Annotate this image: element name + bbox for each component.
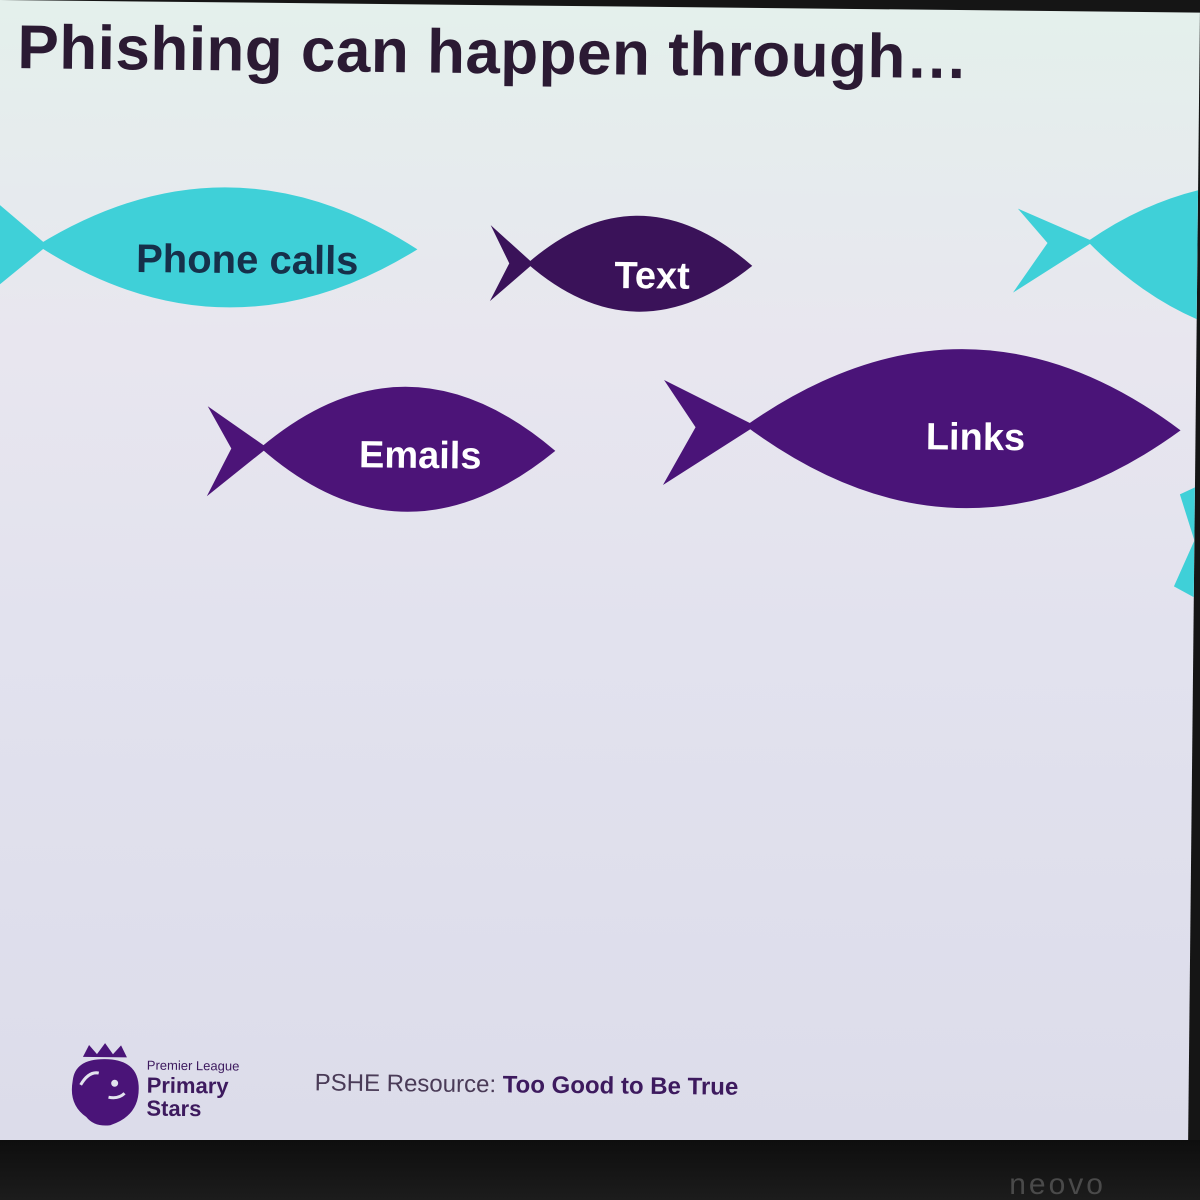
presentation-slide: Phishing can happen through… [0,0,1200,1158]
fish-label-links: Links [925,416,1026,460]
primary-stars-brand: Premier League Primary Stars [146,1058,239,1122]
fish-phone-calls [0,187,418,308]
fish-emails-body [260,386,556,512]
fish-label-text: Text [614,254,691,298]
fish-teal-right-tail [1012,208,1094,293]
fish-teal-edge-tail [1173,482,1200,603]
fish-illustrations [0,182,1200,603]
brand-stars: Stars [146,1095,202,1122]
fish-text-tail [489,225,534,302]
fish-teal-right-body [1087,182,1200,333]
fish-text [489,215,753,312]
monitor-bezel [0,1140,1200,1200]
lion-logo-icon [71,1043,139,1126]
fish-teal-right [1012,182,1200,333]
fish-label-emails: Emails [358,434,482,478]
resource-caption: PSHE Resource: Too Good to Be True [315,1069,739,1101]
fish-emails-tail [206,406,268,497]
fish-phone-calls-tail [0,194,48,295]
fish-teal-edge [1173,482,1200,603]
fish-links-tail [662,379,756,485]
brand-primary: Primary [146,1072,229,1099]
fish-links [662,349,1181,509]
fish-links-body [745,349,1181,509]
fish-emails [206,386,556,512]
resource-name: Too Good to Be True [502,1071,739,1101]
fish-text-body [527,215,753,312]
fish-phone-calls-body [37,187,418,308]
resource-prefix: PSHE Resource: [314,1069,497,1099]
monitor-brand-logo: neovo [1009,1168,1106,1200]
fish-label-phone-calls: Phone calls [135,236,359,284]
